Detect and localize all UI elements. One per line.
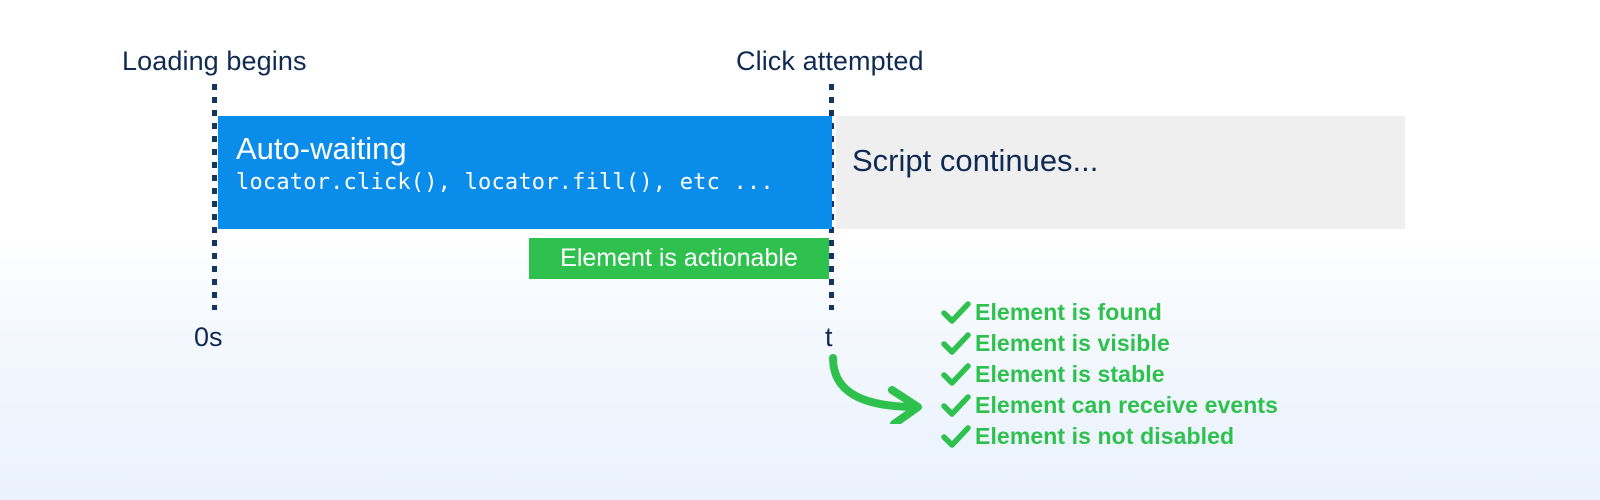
auto-waiting-subtitle: locator.click(), locator.fill(), etc ... [236, 170, 774, 195]
auto-waiting-bar: Auto-waiting locator.click(), locator.fi… [218, 116, 832, 229]
checklist-item-label: Element is found [975, 299, 1162, 325]
checklist-item-label: Element can receive events [975, 392, 1279, 418]
script-continues-bar: Script continues... [836, 116, 1405, 229]
timeline-start-guide-line [212, 84, 217, 310]
auto-waiting-title: Auto-waiting [236, 131, 407, 166]
check-icon [941, 393, 975, 418]
actionability-checklist: Element is found Element is visible Elem… [941, 297, 1278, 452]
element-actionable-badge: Element is actionable [529, 238, 829, 279]
check-icon [941, 362, 975, 387]
loading-begins-label: Loading begins [122, 46, 307, 76]
checklist-item: Element can receive events [941, 390, 1278, 421]
click-attempted-label: Click attempted [736, 46, 924, 76]
tick-label-t: t [825, 322, 833, 352]
checklist-item-label: Element is visible [975, 330, 1170, 356]
script-continues-title: Script continues... [852, 143, 1099, 178]
checklist-item: Element is found [941, 297, 1278, 328]
check-icon [941, 331, 975, 356]
check-icon [941, 424, 975, 449]
checklist-item: Element is stable [941, 359, 1278, 390]
checklist-item-label: Element is not disabled [975, 423, 1235, 449]
checklist-item: Element is visible [941, 328, 1278, 359]
tick-label-zero-seconds: 0s [194, 322, 223, 352]
checklist-item: Element is not disabled [941, 421, 1278, 452]
check-icon [941, 300, 975, 325]
checklist-item-label: Element is stable [975, 361, 1165, 387]
curved-arrow-icon [829, 354, 922, 424]
